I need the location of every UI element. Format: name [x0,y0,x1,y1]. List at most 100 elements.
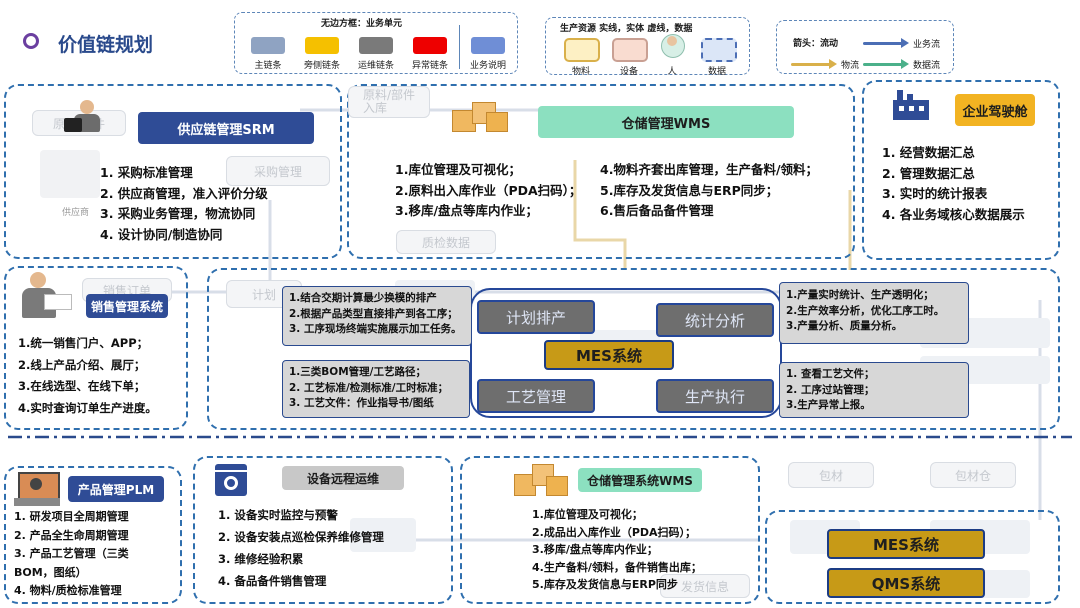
sales-item: 1.统一销售门户、APP； [18,336,149,350]
legend-data-label: 数据 [707,67,726,77]
plm-item: BOM，图纸） [14,565,87,579]
legend-swatch-ops [359,37,393,54]
cockpit-list: 1. 经营数据汇总 2. 管理数据汇总 3. 实时的统计报表 4. 各业务域核心… [882,143,1025,225]
mes-stats-notes: 1.产量实时统计、生产透明化； 2.生产效率分析，优化工序工时。 3.产量分析、… [779,282,969,344]
legend-arrows: 箭头：流动 业务流 物流 数据流 [776,20,954,74]
mes-center-title[interactable]: MES系统 [544,340,674,370]
wms-top-title: 仓储管理WMS [538,106,794,138]
legend-label-exception: 异常链条 [411,61,448,71]
legend-arrow-business-head [901,38,909,48]
sales-list: 1.统一销售门户、APP； 2.线上产品介绍、展厅； 3.在线选型、在线下单； … [18,333,157,419]
legend-label-desc: 业务说明 [469,61,506,71]
mes-process-note: 1.三类BOM管理/工艺路径； [289,366,427,378]
ghost-row-5 [350,518,416,552]
mes-stats-note: 2.生产效率分析，优化工序工时。 [786,304,945,317]
mes-module-plan[interactable]: 计划排产 [477,300,595,334]
mes-stats-notes-list: 1.产量实时统计、生产透明化； 2.生产效率分析，优化工序工时。 3.产量分析、… [786,288,944,335]
mes-exec-notes: 1. 查看工艺文件； 2. 工序过站管理； 3.生产异常上报。 [779,362,969,418]
legend-lines: 无边方框：业务单元 主链条 旁侧链条 运维链条 异常链条 业务说明 [234,12,518,74]
plm-item: 4. 物料/质检标准管理 [14,584,122,597]
wms-bottom-panel [460,456,760,604]
mes-process-note: 2. 工艺标准/检测标准/工时标准； [289,381,449,394]
mes-plan-note: 3. 工序现场终端实施展示加工任务。 [289,323,462,335]
logistics-line-1 [573,160,627,270]
legend-equipment-label: 设备 [619,67,638,77]
equipment-title: 设备远程运维 [282,466,404,490]
supplier-avatar-icon [64,100,104,142]
legend-arrow-data-head [901,59,909,69]
legend-resources-heading-3: 虚线， [647,24,675,34]
legend-label-main: 主链条 [254,61,282,71]
mes-plan-notes: 1.结合交期计算最少换模的排产 2.根据产品类型直接排产到各工序； 3. 工序现… [282,286,472,346]
faded-pack-material: 包材 [788,462,874,488]
mes-qms-panel [765,510,1060,604]
mes-plan-notes-list: 1.结合交期计算最少换模的排产 2.根据产品类型直接排产到各工序； 3. 工序现… [289,291,461,338]
mes-module-stats[interactable]: 统计分析 [656,303,774,337]
mes-module-process[interactable]: 工艺管理 [477,379,595,413]
person-icon-head [667,36,677,46]
legend-resources: 生产资源 实线，实体 虚线，数据 物料 设备 人 数据 [545,17,750,77]
wms-top-list-right: 4.物料齐套出库管理，生产备料/领料； 5.库存及发货信息与ERP同步； 6.售… [600,160,818,222]
sales-item: 2.线上产品介绍、展厅； [18,357,146,372]
legend-material-label: 物料 [571,67,590,77]
sales-item: 3.在线选型、在线下单； [18,379,146,393]
srm-panel [4,84,342,259]
title-bullet-icon [23,33,39,49]
legend-resources-heading-2: 实线，实体 [599,24,645,34]
legend-resources-heading-4: 数据 [674,24,693,34]
salesperson-icon [14,272,74,324]
srm-title: 供应链管理SRM [138,112,314,144]
plm-item: 1. 研发项目全周期管理 [14,510,129,523]
wms-bottom-item: 2.成品出入库作业（PDA扫码）； [532,525,697,539]
mes-exec-note: 3.生产异常上报。 [786,399,871,411]
sales-title: 销售管理系统 [86,294,168,318]
legend-resources-heading-1: 生产资源 [560,24,597,34]
legend-swatch-main [251,37,285,54]
cockpit-item: 2. 管理数据汇总 [882,165,975,181]
mes-stats-note: 3.产量分析、质量分析。 [786,320,903,332]
cockpit-item: 4. 各业务域核心数据展示 [882,206,1025,222]
mes-center-frame [470,288,782,418]
mes-system-button[interactable]: MES系统 [827,529,985,559]
mes-module-exec[interactable]: 生产执行 [656,379,774,413]
mes-exec-note: 1. 查看工艺文件； [786,368,875,380]
legend-divider [459,25,460,69]
legend-arrow-business [863,42,903,45]
legend-label-ops: 运维链条 [357,61,394,71]
warehouse-boxes-icon [452,96,508,134]
wms-bottom-item: 3.移库/盘点等库内作业； [532,543,658,556]
warehouse-boxes-icon-2 [514,460,568,496]
srm-list: 1. 采购标准管理 2. 供应商管理，准入评价分级 3. 采购业务管理，物流协同… [100,163,268,245]
legend-arrow-logistics [791,63,831,66]
legend-swatch-side [305,37,339,54]
mes-process-note: 3. 工艺文件：作业指导书/图纸 [289,397,434,409]
wms-top-item: 5.库存及发货信息与ERP同步； [600,182,779,198]
mes-panel [207,268,1060,430]
legend-arrow-logistics-label: 物流 [841,61,860,71]
equipment-list: 1. 设备实时监控与预警 2. 设备安装点巡检保养维修管理 3. 维修经验积累 … [218,504,384,592]
enterprise-building-icon [893,90,933,122]
equipment-item: 1. 设备实时监控与预警 [218,508,338,522]
legend-equipment-swatch [612,38,648,62]
mes-plan-note: 2.根据产品类型直接排产到各工序； [289,307,458,320]
mes-exec-note: 2. 工序过站管理； [786,383,875,396]
wms-top-item: 3.移库/盘点等库内作业； [395,203,539,218]
supplier-label: 供应商 [62,208,90,218]
srm-item: 3. 采购业务管理，物流协同 [100,206,256,221]
legend-lines-heading: 无边方框：业务单元 [321,19,403,29]
legend-arrow-data [863,63,903,66]
srm-item: 4. 设计协同/制造协同 [100,226,223,242]
equipment-panel [193,456,453,604]
legend-person-label: 人 [667,67,677,77]
faded-pack-warehouse: 包材仓 [930,462,1016,488]
legend-arrow-data-label: 数据流 [913,61,941,71]
faded-purchase-mgmt: 采购管理 [226,156,330,186]
faded-delivery-info: 发货信息 [660,574,750,598]
person-icon [661,34,685,58]
legend-resources-heading: 生产资源 实线，实体 虚线，数据 [560,21,692,34]
cockpit-panel [862,80,1060,260]
sales-panel [4,266,188,430]
qms-system-button[interactable]: QMS系统 [827,568,985,598]
wms-top-list-left: 1.库位管理及可视化； 2.原料出入库作业（PDA扫码）； 3.移库/盘点等库内… [395,160,581,222]
legend-data-swatch [701,38,737,62]
